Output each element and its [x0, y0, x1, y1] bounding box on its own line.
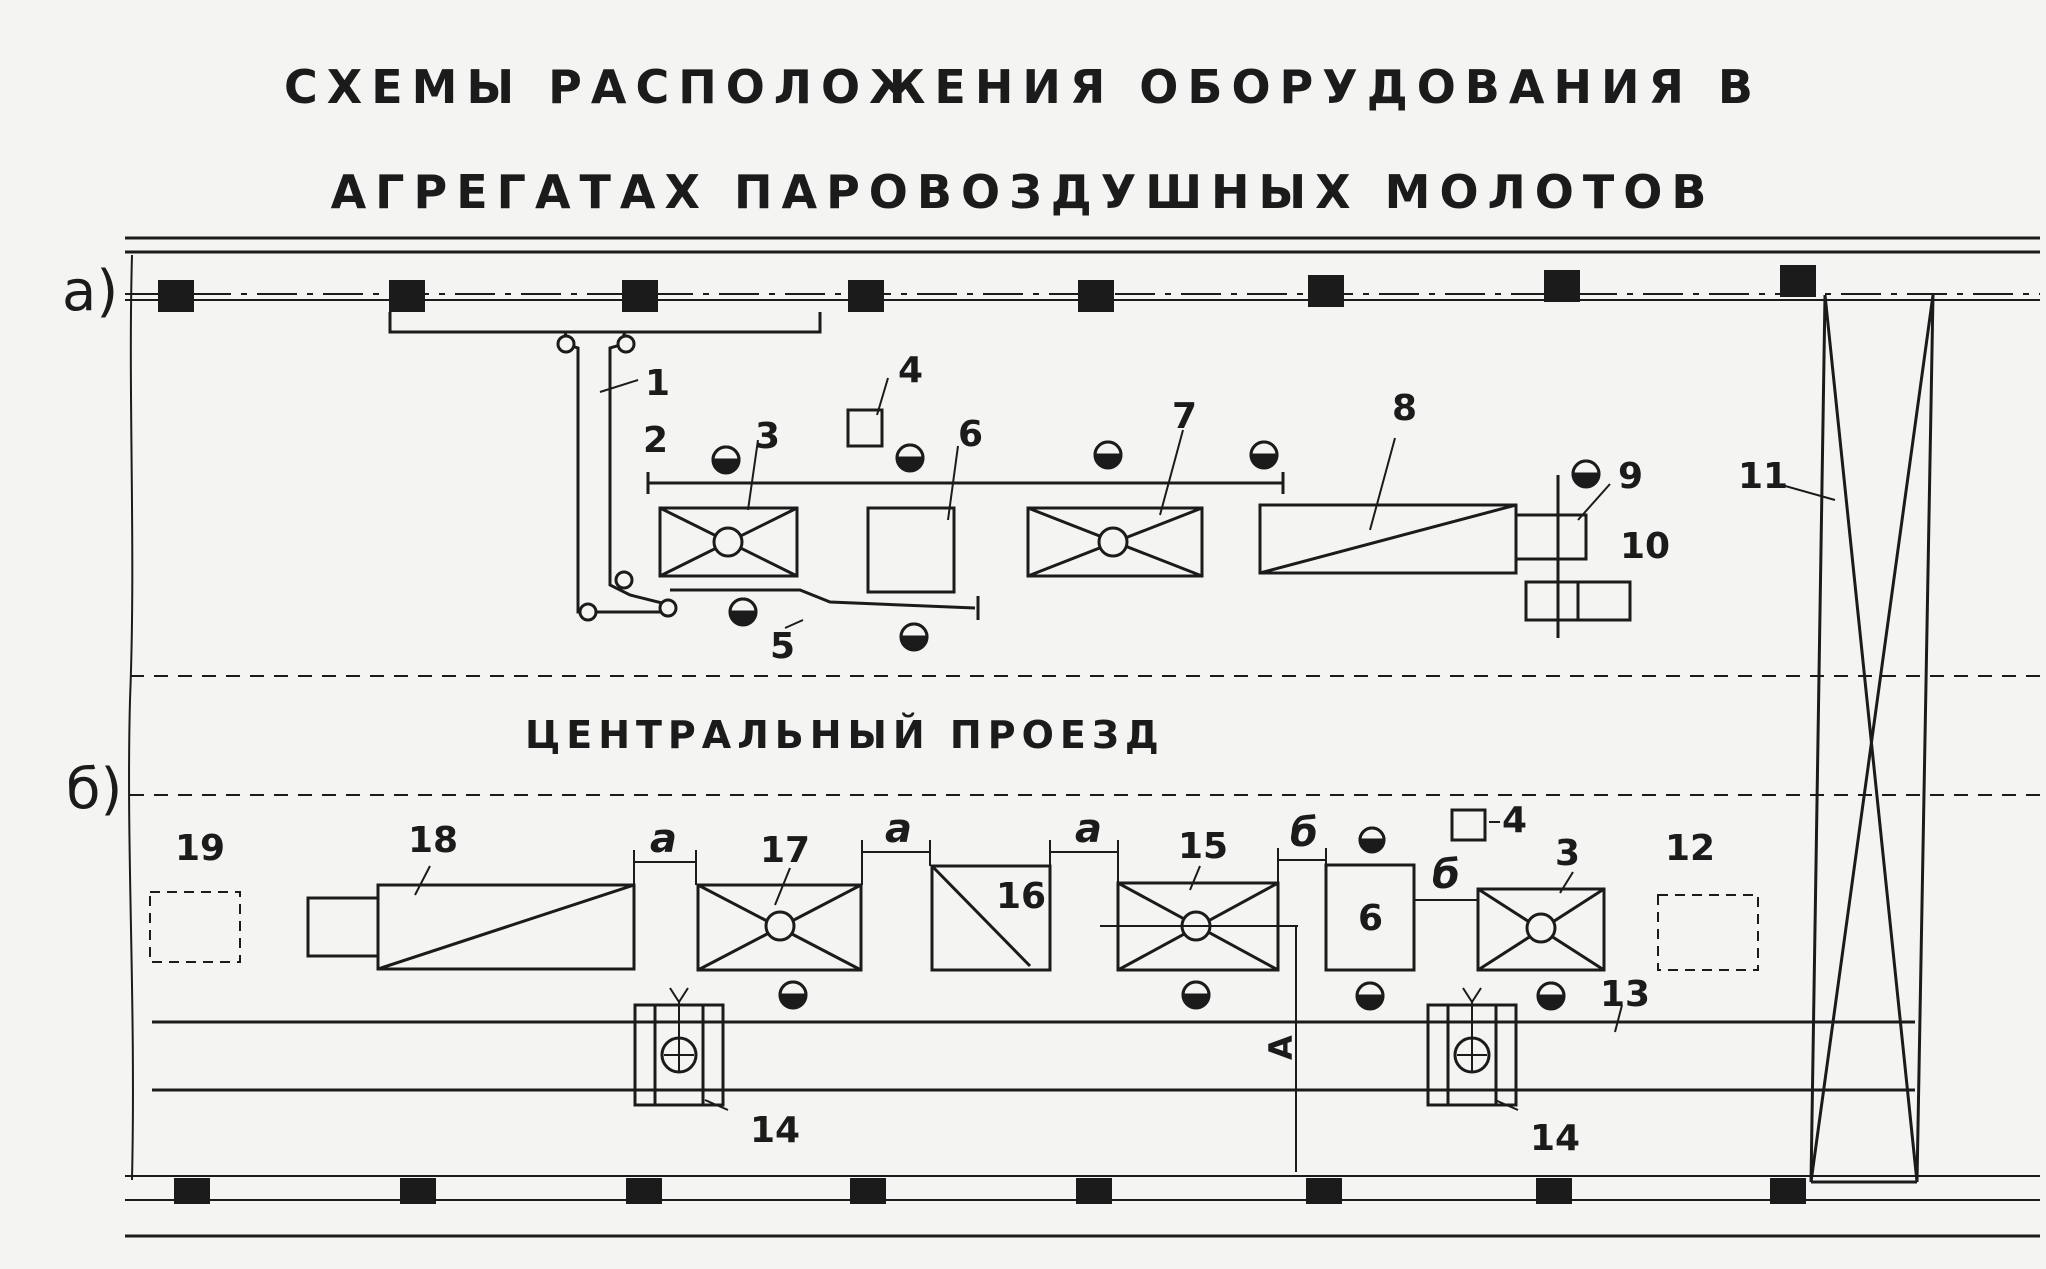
label-13: 13 — [1600, 974, 1650, 1015]
label-11: 11 — [1738, 456, 1788, 497]
box-12 — [1657, 894, 1759, 971]
label-17: 17 — [760, 830, 810, 871]
workplace-markers-a — [711, 440, 1601, 652]
label-7: 7 — [1172, 396, 1197, 437]
scheme-a-label: а) — [62, 259, 118, 324]
title-line-2: АГРЕГАТАХ ПАРОВОЗДУШНЫХ МОЛОТОВ — [330, 165, 1716, 219]
scheme-b-label: б) — [66, 757, 122, 822]
pipe-1 — [388, 312, 822, 622]
box-4-b — [1450, 808, 1487, 842]
label-9: 9 — [1618, 456, 1643, 497]
label-10: 10 — [1620, 526, 1670, 567]
clearance-b-1: б — [1290, 810, 1318, 856]
hammer-3-a — [658, 506, 799, 578]
hammer-3-b — [1476, 887, 1606, 972]
columns-top — [158, 265, 1816, 312]
label-5: 5 — [770, 626, 795, 667]
label-12: 12 — [1665, 828, 1715, 869]
workplace-markers-b — [778, 826, 1566, 1011]
leaders-a — [599, 377, 1836, 629]
box-6-a — [866, 506, 956, 594]
label-14-left: 14 — [750, 1110, 800, 1151]
device-9-10 — [1524, 475, 1632, 638]
labels: а) 1 2 3 4 5 6 7 8 9 10 11 ЦЕНТРАЛЬНЫЙ П… — [62, 259, 1788, 1159]
label-6-b: 6 — [1358, 898, 1383, 939]
label-16: 16 — [996, 876, 1046, 917]
label-19: 19 — [175, 828, 225, 869]
clearance-a-1: а — [650, 816, 677, 862]
box-16 — [930, 864, 1052, 972]
box-4-a — [846, 408, 884, 448]
box-6-b — [1324, 863, 1416, 972]
leaders-b — [414, 821, 1623, 1111]
label-3-a: 3 — [755, 416, 780, 457]
dimension-A: А — [1262, 1035, 1300, 1060]
track-2 — [646, 472, 1285, 494]
clearance-dims — [633, 840, 1478, 1172]
box-19 — [149, 891, 241, 963]
title-line-1: СХЕМЫ РАСПОЛОЖЕНИЯ ОБОРУДОВАНИЯ В — [284, 60, 1762, 114]
label-6-a: 6 — [958, 414, 983, 455]
label-1: 1 — [645, 363, 670, 404]
rail-13 — [152, 1020, 1915, 1092]
label-18: 18 — [408, 820, 458, 861]
clearance-a-2: а — [885, 806, 912, 852]
crane-11 — [1809, 294, 1935, 1184]
hammer-15 — [1100, 881, 1298, 972]
manipulator-14-left — [633, 987, 725, 1107]
building-walls — [125, 236, 2040, 1238]
label-14-right: 14 — [1530, 1118, 1580, 1159]
label-4-a: 4 — [898, 350, 923, 391]
central-passage-label: ЦЕНТРАЛЬНЫЙ ПРОЕЗД — [525, 713, 1165, 757]
hammer-17 — [696, 883, 863, 972]
furnace-8 — [1258, 503, 1588, 575]
label-2: 2 — [643, 420, 668, 461]
clearance-b-2: б — [1432, 852, 1460, 898]
label-15: 15 — [1178, 826, 1228, 867]
furnace-18 — [306, 883, 636, 971]
hammer-7 — [1026, 506, 1204, 578]
manipulator-14-right — [1426, 987, 1518, 1107]
clearance-a-3: а — [1075, 806, 1102, 852]
track-5 — [670, 588, 980, 620]
columns-bottom — [174, 1178, 1806, 1204]
label-3-b: 3 — [1555, 833, 1580, 874]
label-8: 8 — [1392, 388, 1417, 429]
label-4-b: 4 — [1502, 800, 1527, 841]
